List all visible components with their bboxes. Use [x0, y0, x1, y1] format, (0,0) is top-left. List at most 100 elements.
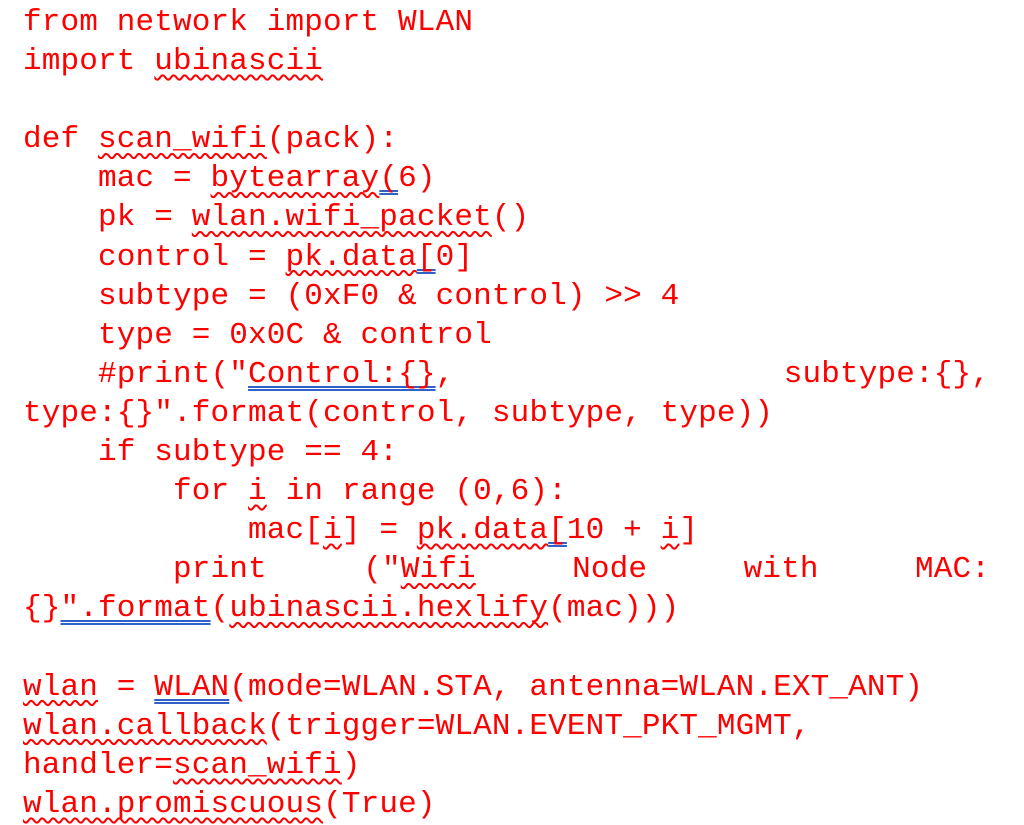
code-text: print — [23, 552, 267, 588]
code-text: for — [23, 474, 249, 510]
code-text: subtype:{}, — [783, 356, 990, 392]
code-block: from network import WLAN import ubinascii… — [23, 3, 1024, 824]
spellcheck-underlined-text: wlan.callback — [23, 708, 267, 744]
code-text: import — [23, 44, 155, 80]
code-line: mac[i] = pk.data[10 + i] — [23, 511, 1024, 550]
code-text: , — [435, 356, 455, 392]
code-line — [23, 629, 1024, 668]
spellcheck-underlined-text: i — [248, 474, 267, 510]
code-text: ( — [210, 591, 230, 627]
spellcheck-underlined-text: pk.data — [285, 239, 417, 275]
code-segment-group: if subtype == 4: — [23, 435, 398, 470]
code-segment-group: mac = bytearray(6) — [23, 161, 436, 196]
code-segment-group: subtype = (0xF0 & control) >> 4 — [23, 279, 679, 314]
code-text: type:{}".format(control, subtype, type)) — [23, 395, 774, 431]
code-text: #print(" — [23, 356, 249, 392]
grammar-underlined-text: WLAN — [154, 669, 230, 705]
code-segment-group: #print("Control:{}, — [23, 355, 454, 394]
code-line: subtype = (0xF0 & control) >> 4 — [23, 277, 1024, 316]
code-text: MAC: — [914, 552, 990, 588]
code-line: mac = bytearray(6) — [23, 159, 1024, 198]
code-text: type = 0x0C & control — [23, 317, 492, 353]
code-segment-group: print — [23, 550, 267, 589]
code-text: if subtype == 4: — [23, 435, 399, 471]
code-line: from network import WLAN — [23, 3, 1024, 42]
code-text: () — [491, 200, 530, 236]
code-line: for i in range (0,6): — [23, 472, 1024, 511]
code-segment-group: type:{}".format(control, subtype, type)) — [23, 396, 773, 431]
code-text: mac = — [23, 161, 211, 197]
code-segment-group: from network import WLAN — [23, 5, 473, 40]
code-text: ] = — [341, 513, 417, 549]
code-text: Node — [572, 552, 648, 588]
code-segment-group: type = 0x0C & control — [23, 318, 492, 353]
code-text: (trigger=WLAN.EVENT_PKT_MGMT, — [266, 708, 811, 744]
code-segment-group: subtype:{}, — [784, 355, 990, 394]
spellcheck-underlined-text: bytearray — [210, 161, 380, 197]
grammar-underlined-text: [ — [416, 239, 436, 275]
code-text: from network import WLAN — [23, 5, 474, 40]
code-line — [23, 81, 1024, 120]
code-line: def scan_wifi(pack): — [23, 120, 1024, 159]
code-text: 10 + — [566, 513, 661, 549]
spellcheck-underlined-text: wlan — [23, 669, 99, 705]
code-line: wlan = WLAN(mode=WLAN.STA, antenna=WLAN.… — [23, 668, 1024, 707]
code-segment-group: pk = wlan.wifi_packet() — [23, 200, 529, 235]
code-text: with — [743, 552, 819, 588]
spellcheck-underlined-text: Wifi — [400, 552, 476, 588]
code-text: ) — [341, 747, 361, 783]
code-segment-group: handler=scan_wifi) — [23, 748, 361, 783]
code-text: 6) — [398, 161, 436, 197]
grammar-underlined-text: Control:{} — [248, 356, 436, 392]
code-segment-group: wlan.promiscuous(True) — [23, 787, 436, 822]
code-segment-group: def scan_wifi(pack): — [23, 122, 398, 157]
spellcheck-underlined-text: wlan.wifi_packet — [191, 200, 492, 236]
code-segment-group: {}".format(ubinascii.hexlify(mac))) — [23, 591, 679, 626]
code-text: (True) — [323, 786, 436, 822]
spellcheck-underlined-text: i — [660, 513, 680, 549]
code-line: control = pk.data[0] — [23, 238, 1024, 277]
code-segment-group: wlan.callback(trigger=WLAN.EVENT_PKT_MGM… — [23, 709, 811, 744]
code-line: pk = wlan.wifi_packet() — [23, 198, 1024, 237]
code-text: subtype = (0xF0 & control) >> 4 — [23, 278, 680, 314]
code-line: type:{}".format(control, subtype, type)) — [23, 394, 1024, 433]
code-segment-group: Node — [572, 550, 647, 589]
code-line: wlan.promiscuous(True) — [23, 785, 1024, 824]
code-line: type = 0x0C & control — [23, 316, 1024, 355]
code-text: = — [98, 669, 155, 705]
code-segment-group: for i in range (0,6): — [23, 474, 567, 509]
code-line: #print("Control:{}, subtype:{}, — [23, 355, 990, 394]
code-text: (mac))) — [548, 591, 680, 627]
code-text: pk = — [23, 200, 192, 236]
code-text: 0] — [435, 239, 474, 275]
code-text: in range (0,6): — [266, 474, 567, 510]
code-line: {}".format(ubinascii.hexlify(mac))) — [23, 589, 1024, 628]
code-segment-group: control = pk.data[0] — [23, 240, 473, 275]
code-line: handler=scan_wifi) — [23, 746, 1024, 785]
spellcheck-underlined-text: ubinascii.hexlify — [229, 591, 549, 627]
spellcheck-underlined-text: pk.data — [416, 513, 549, 549]
spellcheck-underlined-text: scan_wifi — [98, 122, 267, 158]
grammar-underlined-text: ".format — [60, 591, 211, 627]
code-segment-group: import ubinascii — [23, 44, 323, 79]
code-segment-group: wlan = WLAN(mode=WLAN.STA, antenna=WLAN.… — [23, 670, 923, 705]
code-segment-group: ("Wifi — [363, 550, 476, 589]
code-line: if subtype == 4: — [23, 433, 1024, 472]
code-text: (mode=WLAN.STA, antenna=WLAN.EXT_ANT) — [229, 669, 924, 705]
code-line: import ubinascii — [23, 42, 1024, 81]
spellcheck-underlined-text: scan_wifi — [173, 747, 342, 783]
code-line: print ("Wifi Node with MAC: — [23, 550, 990, 589]
code-text: control = — [23, 239, 286, 275]
code-text: def — [23, 122, 99, 158]
code-segment-group: mac[i] = pk.data[10 + i] — [23, 513, 698, 548]
grammar-underlined-text: [ — [548, 513, 567, 549]
spellcheck-underlined-text: wlan.promiscuous — [23, 786, 324, 822]
code-text: handler= — [23, 747, 174, 783]
grammar-underlined-text: ( — [379, 161, 399, 197]
code-text: (pack): — [266, 122, 399, 158]
code-text: ] — [679, 513, 699, 549]
spellcheck-underlined-text: i — [323, 513, 342, 549]
code-segment-group: MAC: — [915, 550, 990, 589]
code-line: wlan.callback(trigger=WLAN.EVENT_PKT_MGM… — [23, 707, 1024, 746]
